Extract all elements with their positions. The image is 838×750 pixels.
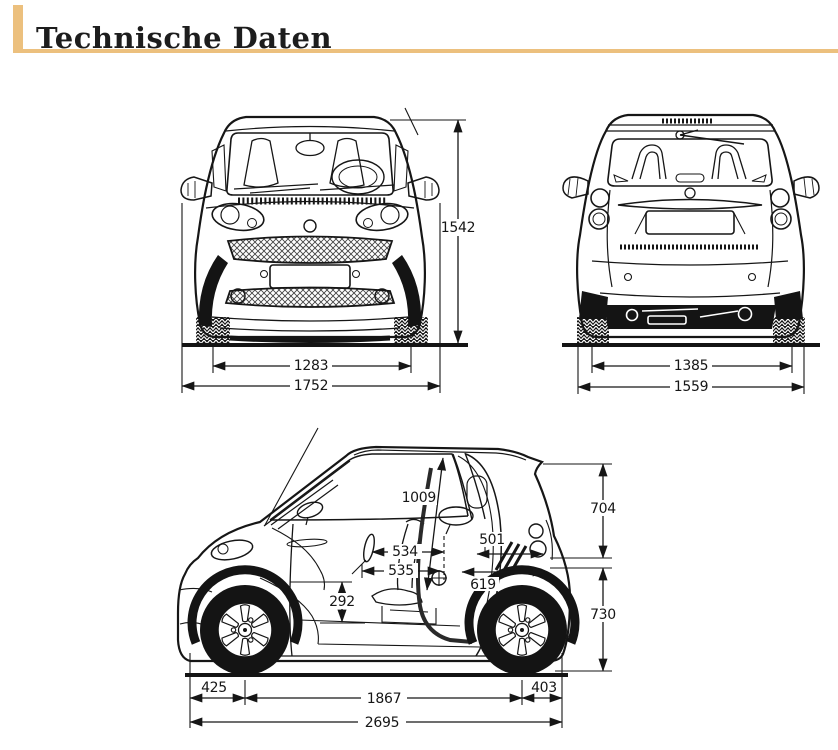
rear-mirror-left [562,176,589,199]
side-view-drawing: 1009 534 535 501 619 292 704 [176,427,622,731]
dim-rear-width: 1559 [674,379,708,395]
smart-logo-front [303,219,317,233]
rear-mirror-right [793,176,820,199]
h-point-marker [431,570,447,586]
dim-front-overall-width: 1752 [294,378,328,394]
side-taillight [528,519,553,561]
front-antenna [404,107,419,136]
front-headlight-right [355,202,409,232]
title-accent-rule [13,49,838,53]
dim-side-seat-height: 292 [329,594,355,610]
rear-taillight-right [770,188,792,230]
side-headlight [210,539,254,561]
side-antenna [264,427,319,526]
dim-side-overall-length: 2695 [365,715,399,731]
rear-car-body [562,113,820,347]
rear-diffuser [604,305,776,329]
side-dimensions: 1009 534 535 501 619 292 704 [189,457,622,731]
title-accent-bar [13,5,23,50]
dim-side-rear-overhang: 403 [531,680,557,696]
dim-side-619: 619 [470,577,496,593]
rear-dimensions: 1385 1559 [577,345,805,395]
side-interior [259,467,481,648]
dim-rear-track: 1385 [674,358,708,374]
dim-front-track: 1283 [294,358,328,374]
dim-side-wheelbase: 1867 [367,691,401,707]
front-headlight-left [211,202,265,232]
side-rear-wheel [476,584,568,676]
front-mirror-left [180,176,213,201]
rear-view-drawing: 1385 1559 [562,113,820,395]
dim-side-730: 730 [590,607,616,623]
page-title: Technische Daten [36,21,333,56]
side-mirror-far [438,506,474,535]
dim-side-704: 704 [590,501,616,517]
dim-side-front-overhang: 425 [201,680,227,696]
front-view-drawing: 1542 1283 1752 [180,107,478,394]
dim-side-535: 535 [388,563,414,579]
side-mirror-near [296,501,324,526]
dim-side-interior-height: 1009 [402,490,436,506]
front-mirror-right [407,176,440,201]
side-front-wheel [199,584,291,676]
smart-logo-rear [684,187,696,199]
rear-taillight-left [588,188,610,230]
dim-front-overall-height: 1542 [441,220,475,236]
dim-side-534: 534 [392,544,418,560]
dim-side-501: 501 [479,532,505,548]
front-car-body [180,107,468,347]
front-dimensions: 1542 1283 1752 [181,119,478,394]
